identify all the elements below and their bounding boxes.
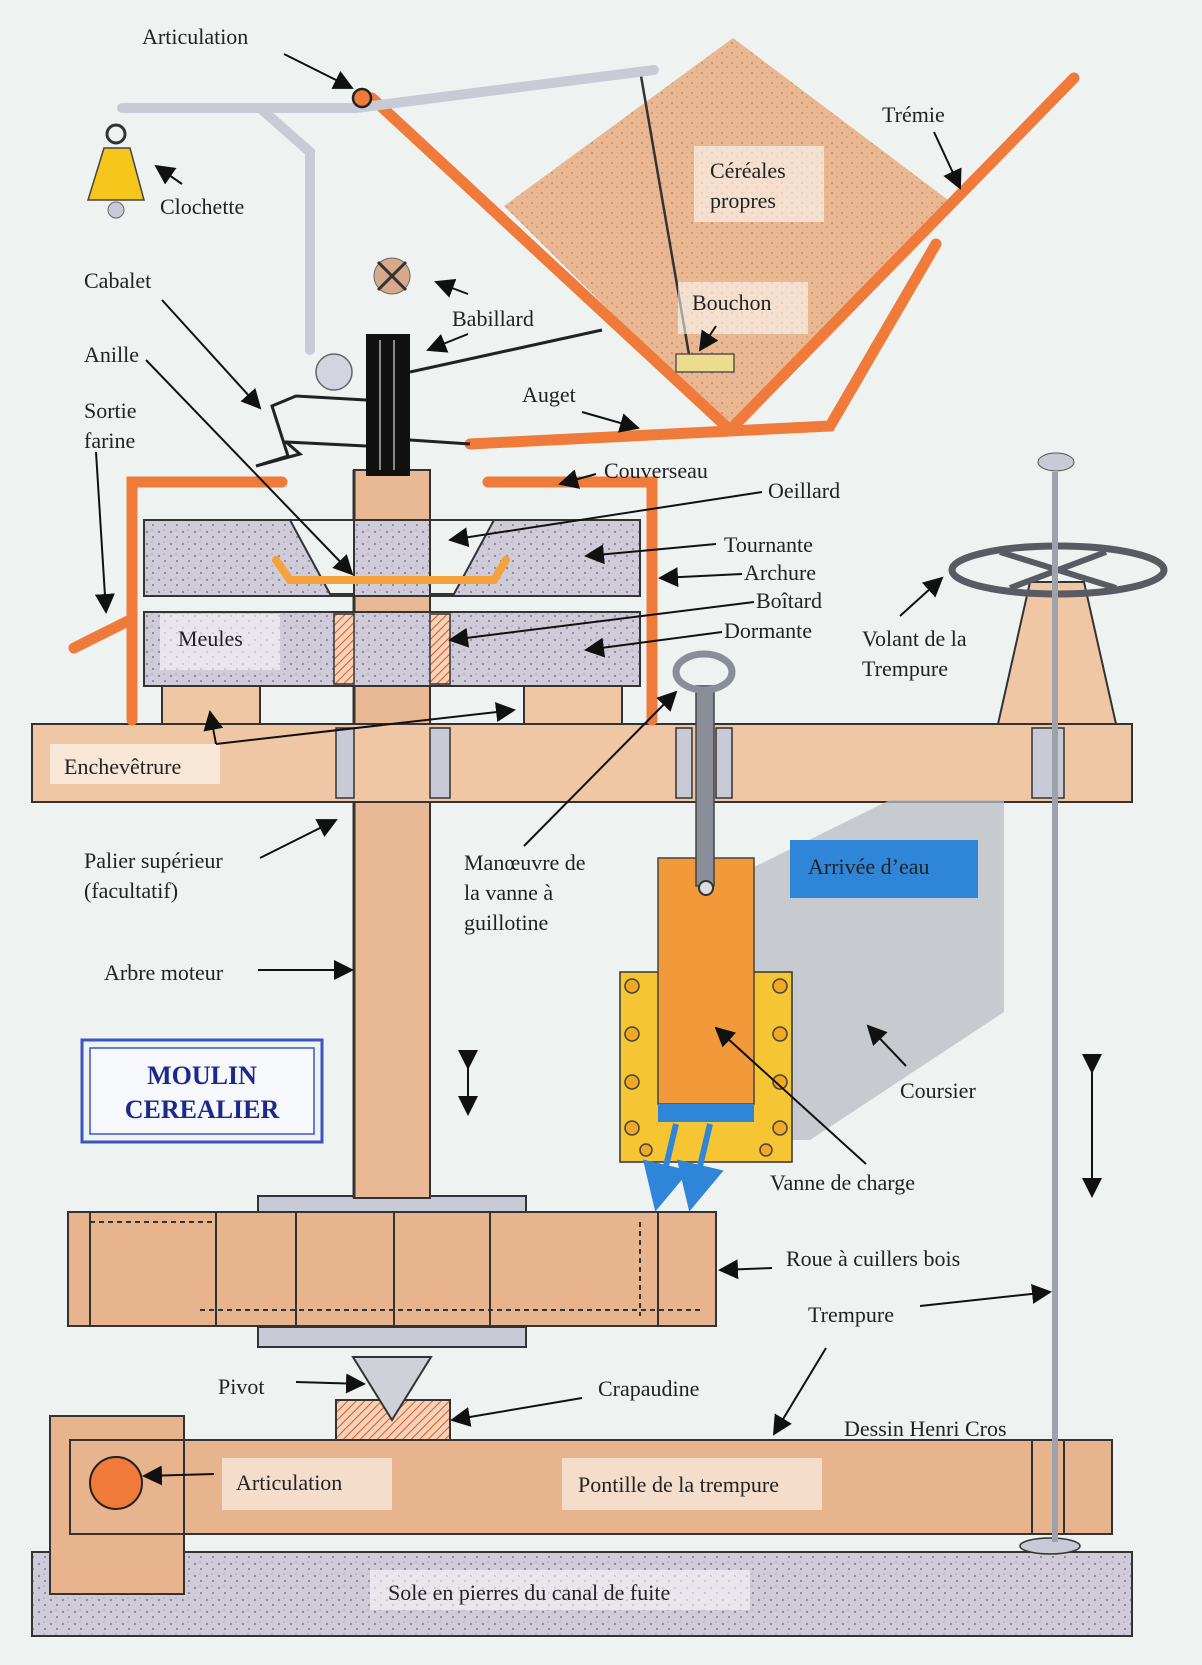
bouchon — [675, 353, 735, 373]
archure-left — [126, 476, 288, 726]
articulation-top-pin — [351, 87, 373, 109]
label-palier-2: (facultatif) — [84, 878, 178, 903]
label-meules: Meules — [178, 626, 243, 651]
text-labels: Articulation Clochette Cabalet Anille So… — [64, 24, 1007, 1605]
label-archure: Archure — [744, 560, 816, 585]
floor-gaps — [335, 727, 1065, 799]
vanne-rod — [695, 685, 715, 887]
label-author: Dessin Henri Cros — [844, 1416, 1007, 1441]
vanne-water-strip — [658, 1104, 754, 1122]
label-boitard: Boîtard — [756, 588, 822, 613]
bell-rod — [255, 103, 315, 355]
label-clochette: Clochette — [160, 194, 244, 219]
label-coursier: Coursier — [900, 1078, 976, 1103]
sortie-farine-spout — [68, 614, 136, 654]
label-sortie-farine-1: Sortie — [84, 398, 137, 423]
label-tremie: Trémie — [882, 102, 945, 127]
articulation-pin — [89, 1456, 143, 1510]
oeillard-right — [429, 519, 496, 595]
label-couverseau: Couverseau — [604, 458, 708, 483]
label-volant-1: Volant de la — [862, 626, 967, 651]
tremie-left-wall — [366, 92, 736, 436]
label-trempure: Trempure — [808, 1302, 894, 1327]
title-frame-outer — [80, 1038, 324, 1144]
babillard-head — [366, 334, 410, 476]
label-arbre-moteur: Arbre moteur — [104, 960, 224, 985]
label-cereales-1: Céréales — [710, 158, 786, 183]
title-line-2: CEREALIER — [125, 1095, 280, 1124]
trempure-foot — [1019, 1537, 1081, 1555]
articulation-block-inner — [69, 1439, 185, 1535]
label-enchevetrure: Enchevêtrure — [64, 754, 181, 779]
label-articulation-top: Articulation — [142, 24, 248, 49]
label-auget: Auget — [522, 382, 576, 407]
label-bouchon: Bouchon — [692, 290, 771, 315]
millstone-tournante — [143, 519, 641, 597]
pivot — [351, 1356, 433, 1422]
arrivee-eau-box — [790, 840, 978, 898]
label-roue: Roue à cuillers bois — [786, 1246, 960, 1271]
bell-ball — [315, 353, 353, 391]
label-articulation-bottom: Articulation — [236, 1470, 342, 1495]
boitard-right — [429, 613, 451, 685]
vanne-frame-bolts — [624, 978, 788, 1157]
label-cereales-2: propres — [710, 188, 776, 213]
boitard-left — [333, 613, 355, 685]
grain-mass — [504, 38, 956, 430]
cabalet — [255, 394, 367, 468]
label-pivot: Pivot — [218, 1374, 264, 1399]
label-tournante: Tournante — [724, 532, 813, 557]
trempure-top — [1037, 452, 1075, 472]
babillard-arm — [409, 328, 603, 374]
label-vanne-charge: Vanne de charge — [770, 1170, 915, 1195]
label-arrivee-eau: Arrivée d’eau — [808, 854, 930, 879]
auget-link — [409, 438, 471, 446]
auget — [464, 238, 942, 450]
title-line-1: MOULIN — [147, 1061, 257, 1090]
wheel-paddles — [89, 1212, 700, 1326]
clochette — [86, 123, 145, 219]
label-crapaudine: Crapaudine — [598, 1376, 699, 1401]
label-pontille: Pontille de la trempure — [578, 1472, 779, 1497]
water-wheel — [67, 1211, 717, 1327]
label-volant-2: Trempure — [862, 656, 948, 681]
anille — [272, 556, 510, 584]
title-frame-inner — [89, 1047, 315, 1135]
label-dormante: Dormante — [724, 618, 812, 643]
leader-arrows — [94, 53, 1102, 1486]
babillard-crossed-marker — [373, 257, 411, 295]
label-manoeuvre-2: la vanne à — [464, 880, 553, 905]
bell-lever — [117, 65, 659, 113]
label-oeillard: Oeillard — [768, 478, 840, 503]
label-sortie-farine-2: farine — [84, 428, 135, 453]
vanne-handle — [672, 650, 736, 694]
label-anille: Anille — [84, 342, 139, 367]
label-manoeuvre-1: Manœuvre de — [464, 850, 586, 875]
label-backgrounds — [50, 146, 824, 1610]
label-sole: Sole en pierres du canal de fuite — [388, 1580, 670, 1605]
pontille-end-post — [1031, 1439, 1065, 1535]
oeillard-left — [288, 519, 355, 595]
label-palier-1: Palier supérieur — [84, 848, 223, 873]
wheel-hub-bottom — [257, 1326, 527, 1348]
label-babillard: Babillard — [452, 306, 534, 331]
label-manoeuvre-3: guillotine — [464, 910, 548, 935]
label-cabalet: Cabalet — [84, 268, 151, 293]
tremie-right-wall — [724, 72, 1080, 436]
enchevetrure-block-right — [523, 685, 623, 725]
